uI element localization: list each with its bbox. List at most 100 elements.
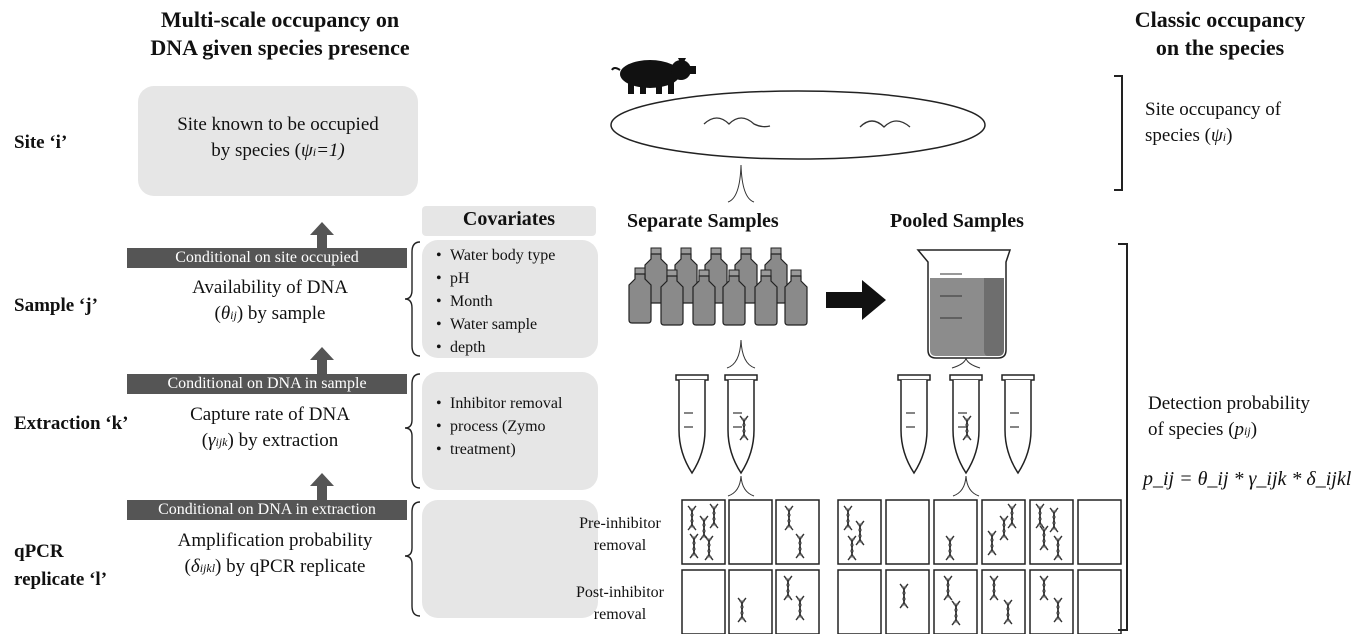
covariates-qpcr-box: [422, 500, 598, 618]
extraction-desc-line1: Capture rate of DNA: [190, 404, 350, 425]
left-title-line1: Multi-scale occupancy on: [160, 7, 400, 32]
site-box-line2: by species (ψi=1): [138, 138, 418, 165]
psi-subscript: i: [1222, 130, 1227, 144]
right-title: Classic occupancy on the species: [1100, 6, 1340, 62]
covariates-header: Covariates: [462, 208, 556, 230]
post-inhibitor-line1: Post-inhibitor: [575, 584, 664, 601]
detection-suffix: ): [1250, 419, 1258, 440]
covariate-item: pH: [436, 267, 555, 290]
condition-bar-extraction: Conditional on DNA in extraction: [127, 500, 407, 520]
psi-symbol: ψ: [300, 140, 313, 161]
covariate-item-continued: depth: [436, 336, 555, 359]
site-occupancy-line2: species (ψi): [1145, 123, 1281, 150]
site-occupancy-text: Site occupancy of species (ψi): [1145, 97, 1281, 150]
tube-pointer-pooled: [952, 475, 980, 497]
arrow-up-2: [310, 347, 334, 375]
covariate-item: Water sample: [436, 313, 555, 336]
level-extraction: Extraction ‘k’: [14, 413, 129, 434]
covariate-brace-2: [404, 373, 421, 489]
pre-inhibitor-line1: Pre-inhibitor: [579, 515, 661, 532]
detection-bracket: [1118, 243, 1128, 631]
site-box-text: Site known to be occupied by species (ψi…: [138, 112, 418, 165]
qpcr-desc-line2: (δijkl) by qPCR replicate: [184, 556, 366, 577]
covariates-extraction-list: Inhibitor removal process (Zymo treatmen…: [432, 392, 562, 461]
pooled-samples-label: Pooled Samples: [890, 210, 1024, 232]
site-box-prefix: by species (: [211, 140, 301, 161]
theta-subscript: ij: [230, 308, 237, 322]
arrow-up-1: [310, 222, 334, 250]
condition-bar-sample: Conditional on DNA in sample: [127, 374, 407, 394]
bottle-pointer: [726, 339, 756, 369]
bottles: [628, 247, 808, 326]
post-inhibitor-line2: removal: [593, 606, 647, 623]
plate-separate: [681, 499, 820, 634]
pool-arrow: [826, 280, 886, 320]
pond: [610, 90, 986, 160]
covariate-item-continued: treatment): [436, 438, 562, 461]
sample-desc-line1: Availability of DNA: [192, 277, 348, 298]
tube-pointer-separate: [727, 475, 755, 497]
pre-inhibitor-label: Pre-inhibitor removal: [560, 513, 680, 557]
beaker-icon: [916, 249, 1012, 359]
sample-desc-line2: (θij) by sample: [214, 303, 326, 324]
site-bracket: [1114, 75, 1123, 191]
qpcr-desc: Amplification probability (δijkl) by qPC…: [140, 528, 410, 581]
tubes-pooled: [897, 374, 1035, 474]
psi-subscript: i: [312, 145, 317, 159]
pond-pointer: [727, 164, 755, 203]
detection-line2: of species (pij): [1148, 417, 1310, 444]
detection-prefix: of species (: [1148, 419, 1235, 440]
site-occupancy-suffix: ): [1226, 125, 1233, 146]
level-qpcr-line2: replicate ‘l’: [14, 569, 108, 590]
site-occupancy-line1: Site occupancy of: [1145, 99, 1282, 120]
beaker-pointer: [951, 357, 981, 369]
level-qpcr: qPCR replicate ‘l’: [14, 538, 107, 594]
extraction-desc-line2: (γijk) by extraction: [201, 430, 339, 451]
left-title-line2: DNA given species presence: [150, 35, 410, 60]
covariate-brace-3: [404, 501, 421, 617]
delta-subscript: ijkl: [199, 561, 216, 575]
left-title: Multi-scale occupancy on DNA given speci…: [130, 6, 430, 62]
qpcr-desc-suffix: ) by qPCR replicate: [215, 556, 366, 577]
detection-formula: p_ij = θ_ij * γ_ijk * δ_ijkl: [1143, 468, 1352, 490]
site-box: [138, 86, 418, 196]
sample-desc-suffix: ) by sample: [236, 303, 326, 324]
tubes-separate: [675, 374, 758, 474]
right-title-line2: on the species: [1155, 35, 1285, 60]
site-occupancy-prefix: species (: [1145, 125, 1211, 146]
gamma-symbol: γ: [208, 430, 216, 451]
covariates-header-box: [422, 206, 596, 236]
covariate-item: Month: [436, 290, 555, 313]
arrow-up-3: [310, 473, 334, 501]
theta-symbol: θ: [220, 303, 231, 324]
covariate-item: Inhibitor removal: [436, 392, 562, 415]
level-site: Site ‘i’: [14, 132, 68, 153]
covariate-brace-1: [404, 241, 421, 357]
delta-symbol: δ: [190, 556, 200, 577]
covariates-sample-list: Water body type pH Month Water sample de…: [432, 244, 555, 359]
condition-bar-site: Conditional on site occupied: [127, 248, 407, 268]
gamma-subscript: ijk: [215, 435, 228, 449]
pig-icon: [611, 58, 696, 94]
extraction-desc: Capture rate of DNA (γijk) by extraction: [140, 402, 400, 455]
psi-symbol: ψ: [1210, 125, 1223, 146]
plate-pooled: [837, 499, 1122, 634]
detection-line1: Detection probability: [1148, 393, 1310, 414]
separate-samples-label: Separate Samples: [627, 210, 779, 232]
right-title-line1: Classic occupancy: [1134, 7, 1306, 32]
pre-inhibitor-line2: removal: [593, 537, 647, 554]
p-subscript: ij: [1244, 424, 1251, 438]
covariate-item-continued: process (Zymo: [436, 415, 562, 438]
covariate-item: Water body type: [436, 244, 555, 267]
site-box-suffix: =1): [316, 140, 345, 161]
extraction-desc-suffix: ) by extraction: [227, 430, 339, 451]
sample-desc: Availability of DNA (θij) by sample: [140, 275, 400, 328]
p-symbol: p: [1234, 419, 1245, 440]
level-sample: Sample ‘j’: [14, 295, 98, 316]
post-inhibitor-label: Post-inhibitor removal: [560, 582, 680, 626]
qpcr-desc-line1: Amplification probability: [177, 530, 373, 551]
detection-probability-text: Detection probability of species (pij): [1148, 391, 1310, 444]
site-box-line1: Site known to be occupied: [177, 114, 379, 135]
level-qpcr-line1: qPCR: [14, 541, 64, 562]
